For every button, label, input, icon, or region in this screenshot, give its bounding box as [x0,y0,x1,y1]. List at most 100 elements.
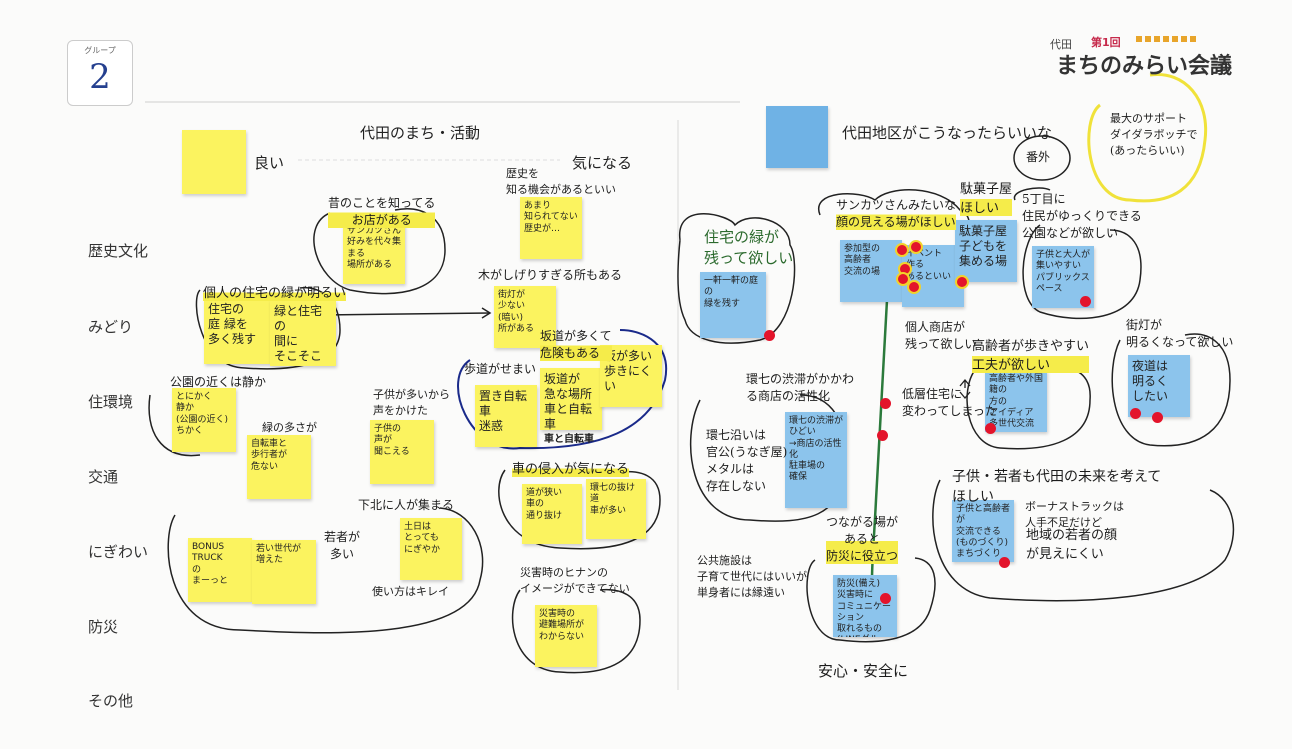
note-text: 置き自転車 迷惑 [479,389,528,433]
caption: 木がしげりすぎる所もある [478,268,623,282]
caption: 昔のことを知ってる お店がある [328,194,436,228]
note-text: 若い世代が 増えた [256,544,302,566]
caption: 使い方はキレイ [372,585,449,598]
sticky-note: 一軒一軒の庭の 緑を残す [700,272,766,338]
caption: 車と自転車 [544,434,594,445]
caption: 低層住宅に 変わってしまった [902,387,997,418]
red-dot-sticker [999,557,1010,568]
caption: 子供が多いから 声をかけた [373,388,450,417]
caption: 坂道が多くて 危険もある [540,327,612,361]
sticky-note: 若い世代が 増えた [252,540,316,604]
caption: 駄菓子屋 ほしい [960,178,1013,216]
note-text: 高齢者や外国籍の 方の アイディア 多世代交流 [989,374,1044,429]
note-text: 参加型の 高齢者 交流の場 [844,244,881,277]
note-text: BONUS TRUCK の まーっと [192,542,229,586]
red-dot-sticker [909,240,923,254]
sticky-note: 高齢者や外国籍の 方の アイディア 多世代交流 [985,370,1047,432]
caption: 5丁目に 住民がゆっくりできる 公園などが欲しい [1022,192,1142,240]
caption: 住宅の緑が 残って欲しい [704,228,794,267]
row-label-other: その他 [88,692,134,710]
red-dot-sticker [895,243,909,257]
red-dot-sticker [1130,408,1141,419]
group-label: グループ [84,46,116,55]
sticky-note: 住宅の 庭 緑を 多く残す [204,298,270,364]
red-dot-sticker [880,593,891,604]
sticky-note: 道が狭い 車の 通り抜け [522,484,582,544]
logo-main: まちのみらい会議 [1056,54,1233,79]
red-dot-sticker [1080,296,1091,307]
row-label-bustle: にぎわい [88,543,149,561]
note-text: 道が狭い 車の 通り抜け [526,488,563,521]
sticky-note: 環七の抜け道 車が多い [586,479,646,539]
caption: 下北に人が集まる [358,498,455,512]
caption: 環七の渋滞がかかわ る商店の活性化 [746,372,855,403]
red-dot-sticker [764,330,775,341]
caption: 歴史を 知る機会があるといい [506,167,616,196]
red-dot-sticker [896,272,910,286]
row-label-history: 歴史文化 [88,242,149,260]
caption: 公園の近くは静か [170,375,267,389]
note-text: サンカツさん 好みを代々集まる 場所がある [347,226,402,270]
sticky-note: 自転車と 歩行者が 危ない [247,435,311,499]
left-title: 代田のまち・活動 [360,124,481,142]
row-label-living: 住環境 [88,393,134,411]
note-text: 自転車と 歩行者が 危ない [251,439,288,472]
sticky-note: 子供の 声が 聞こえる [370,420,434,484]
caption: サンカツさんみたいな 顔の見える場がほしい [836,196,957,230]
good-label: 良い [254,154,285,172]
sticky-note: 坂道が 急な場所 車と自転車 [540,368,602,430]
sticky-note: 緑と住宅の 間に そこそこ [270,300,336,366]
note-text: あまり 知られてない 歴史が… [524,201,578,234]
caption: ボーナストラックは 人手不足だけど [1025,500,1124,529]
note-text: 子供と大人が 集いやすい パブリックスペース [1036,250,1091,294]
sticky-note: 夜道は 明るく したい [1128,355,1190,417]
note-text: とにかく 静か (公園の近く) ちかく [176,392,229,436]
caption: 緑の多さが [262,421,317,434]
note-text: 子供の 声が 聞こえる [374,424,410,457]
red-dot-sticker [985,423,996,434]
sticky-note: BONUS TRUCK の まーっと [188,538,252,602]
sticky-note: 参加型の 高齢者 交流の場 [840,240,902,302]
caption: 公共施設は 子育て世代にはいいが 単身者には縁遠い [697,554,807,599]
note-text: 夜道は 明るく したい [1132,359,1169,403]
note-text: 緑と住宅の 間に そこそこ [274,304,323,363]
group-number: 2 [89,57,111,97]
sticky-note: イベント 作る あるといい [902,245,964,307]
row-label-disaster: 防災 [88,618,119,636]
caption: 災害時のヒナンの イメージができてない [520,566,630,595]
event-logo: 代田 第1回 まちのみらい会議 [1046,34,1236,80]
caption: 車の侵入が気になる [512,458,630,477]
row-label-traffic: 交通 [88,468,119,486]
row-label-green: みどり [88,318,134,336]
caption: 子供・若者も代田の未来を考えて ほしい [952,469,1162,505]
caption: 個人商店が 残って欲しい [905,320,977,351]
caption: 安心・安全に [818,662,909,680]
red-dot-sticker [1152,412,1163,423]
note-text: 駄菓子屋 子どもを 集める場 [959,224,1008,268]
logo-small: 代田 [1050,38,1072,51]
caption: 最大のサポート ダイダラボッチで (あったらいい) [1110,112,1198,157]
note-text: 防災(備え) 災害時に コミュニケーション 取れるもの (LINEグループ) [837,579,892,637]
group-badge: グループ 2 [67,40,133,106]
red-dot-sticker [955,275,969,289]
caption: 歩道がせまい [464,362,537,376]
concern-label: 気になる [572,154,633,172]
sticky-note: 街灯が 少ない (暗い) 所がある [494,286,556,348]
sticky-note: 子供と高齢者が 交流できる (ものづくり) まちづくり [952,500,1014,562]
caption: 地域の若者の顔 が見えにくい [1026,528,1118,562]
right-title: 代田地区がこうなったらいいな [842,124,1053,142]
sticky-note: 災害時の 避難場所が わからない [535,605,597,667]
caption: 番外 [1026,150,1051,164]
sticky-note: とにかく 静か (公園の近く) ちかく [172,388,236,452]
sticky-note: 駄菓子屋 子どもを 集める場 [955,220,1017,282]
sticky-note: 環七の渋滞が ひどい →商店の活性化 駐車場の 確保 [785,412,847,508]
note-text: 住宅の 庭 緑を 多く残す [208,302,257,346]
caption: 個人の住宅の緑が明るい [203,282,347,301]
sticky-note: 防災(備え) 災害時に コミュニケーション 取れるもの (LINEグループ) [833,575,897,637]
note-text: 街灯が 少ない (暗い) 所がある [498,290,535,334]
red-dot-sticker [907,280,921,294]
note-text: 環七の抜け道 車が多い [590,483,636,516]
red-dot-sticker [880,398,891,409]
hope-sticky [766,106,828,168]
sticky-note: あまり 知られてない 歴史が… [520,197,582,259]
